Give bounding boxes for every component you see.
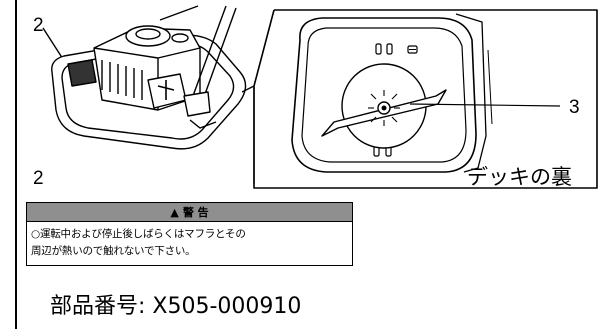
warning-label: ▲ 警 告 ○運転中および停止後しばらくはマフラとその 周辺が熱いので触れないで… — [26, 202, 353, 266]
warning-title: 警 告 — [182, 206, 209, 219]
mower-deck-illustration — [42, 5, 247, 150]
warning-text-line-1: ○運転中および停止後しばらくはマフラとその — [31, 228, 246, 240]
warning-triangle-icon: ▲ — [170, 205, 179, 219]
part-number: 部品番号: X505-000910 — [50, 294, 302, 319]
margin-rule — [15, 0, 17, 329]
deck-underside-zoom-illustration — [242, 9, 598, 189]
warning-header: ▲ 警 告 — [27, 203, 352, 222]
callout-number-2-sticker: 2 — [33, 168, 44, 189]
callout-number-3-blade: 3 — [569, 97, 580, 118]
warning-text-line-2: 周辺が熱いので触れないで下さい。 — [31, 245, 196, 257]
callout-number-2-engine: 2 — [33, 15, 44, 36]
warning-body: ○運転中および停止後しばらくはマフラとその 周辺が熱いので触れないで下さい。 — [27, 222, 352, 260]
deck-underside-caption: デッキの裏 — [467, 165, 572, 189]
